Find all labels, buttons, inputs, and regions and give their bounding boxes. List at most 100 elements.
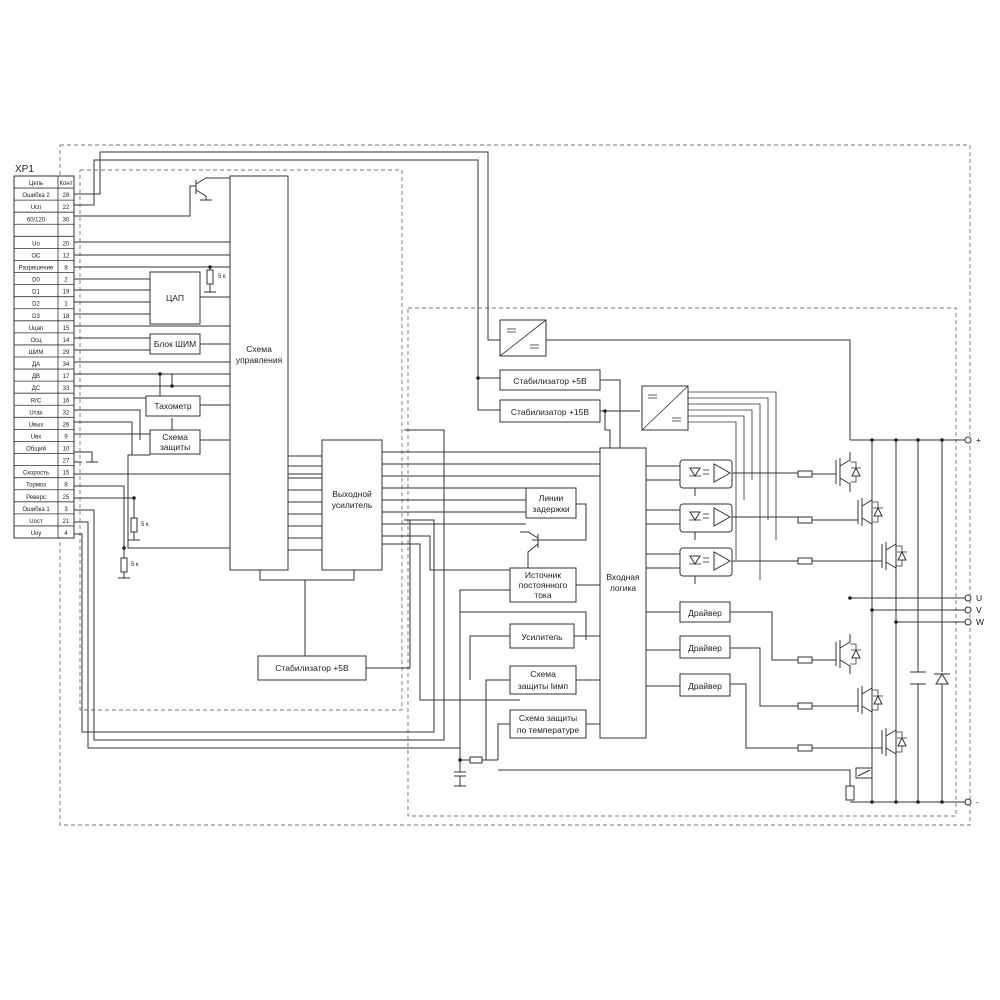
svg-text:управления: управления [236, 355, 283, 365]
connector-row-pin: 28 [63, 193, 70, 199]
control-to-amp-wires [259, 455, 355, 665]
svg-text:Схема: Схема [530, 669, 556, 679]
left-stabilizer-block: Стабилизатор +5В [257, 655, 367, 681]
svg-text:постоянного: постоянного [519, 580, 568, 590]
connector-header-circuit: Цепь [29, 181, 43, 187]
driver-outputs [730, 611, 798, 749]
connector-row-name: Разрешение [19, 266, 54, 272]
delay-lines-block: Линии задержки [525, 487, 577, 519]
connector-row-name: Uтах [29, 410, 42, 416]
outer-enclosure [59, 144, 971, 826]
connector-row-name: Общий [26, 446, 46, 453]
igbt-switch-5 [797, 680, 883, 720]
igbt-switch-2 [797, 492, 883, 532]
connector-row-pin: 34 [63, 362, 70, 368]
connector-row-pin: 1 [64, 302, 68, 308]
connector-row-pin: 29 [63, 350, 70, 356]
connector-row-name: ДС [32, 386, 41, 392]
protection-block: Схема защиты [149, 429, 201, 455]
amp-to-logic-wires [366, 451, 600, 701]
optocoupler-2 [679, 503, 798, 540]
svg-text:Усилитель: Усилитель [521, 632, 563, 642]
terminal-w: W [964, 617, 984, 627]
igbt-switch-6 [797, 722, 907, 762]
connector-row-pin: 21 [63, 519, 70, 525]
resistor-r3: 5 к [118, 557, 139, 579]
svg-text:Схема: Схема [246, 344, 272, 354]
stabilizer-15v-block: Стабилизатор +15В [499, 399, 601, 423]
pwm-block: Блок ШИМ [149, 333, 201, 355]
connector-row-name: Uоу [31, 531, 42, 537]
svg-text:Стабилизатор +5В: Стабилизатор +5В [513, 376, 587, 386]
connector-row-name: D1 [32, 290, 40, 296]
connector-row-pin: 8 [64, 266, 68, 272]
svg-text:Драйвер: Драйвер [688, 681, 722, 691]
connector-row-pin: 26 [63, 422, 70, 428]
dac-block: ЦАП [149, 271, 201, 325]
igbt-switch-1 [797, 452, 861, 492]
connector-row-name: R/C [31, 398, 42, 404]
svg-text:Выходной: Выходной [332, 489, 372, 499]
connector-row-name: Ошибка 2 [22, 193, 50, 199]
svg-text:защиты: защиты [160, 442, 190, 452]
connector-row-pin: 18 [63, 314, 70, 320]
svg-text:Входная: Входная [606, 572, 640, 582]
svg-text:логика: логика [610, 583, 637, 593]
tachometer-block: Тахометр [145, 395, 201, 417]
svg-text:Схема защиты: Схема защиты [519, 713, 577, 723]
connector-row-name: Скорость [23, 471, 49, 477]
connector-row-pin: 19 [63, 290, 70, 296]
connector-row-name: Uцап [29, 326, 43, 332]
connector-row-name: 60/120 [27, 217, 46, 223]
svg-text:V: V [976, 605, 982, 615]
svg-text:ЦАП: ЦАП [166, 293, 184, 303]
svg-text:+: + [976, 435, 981, 445]
resistor-r1: 5 к [204, 269, 226, 293]
svg-text:защиты Iимп: защиты Iимп [518, 681, 569, 691]
optocoupler-1 [679, 459, 798, 496]
connector-row-name: Uвых [29, 422, 44, 428]
input-logic-block: Входная логика [599, 447, 647, 739]
svg-text:тока: тока [534, 590, 551, 600]
connector-row-pin: 15 [63, 471, 70, 477]
logic-outputs [646, 465, 680, 687]
wire-dcdc-out [546, 339, 851, 440]
terminal-v: V [964, 605, 982, 615]
igbt-switch-4 [797, 634, 861, 674]
connector-row-pin: 10 [63, 447, 70, 453]
connector-row-name: Uo [32, 241, 40, 247]
dcdc-converter-top [499, 319, 547, 357]
svg-text:Драйвер: Драйвер [688, 643, 722, 653]
connector-row-name: ШИМ [29, 350, 44, 356]
svg-text:Стабилизатор +15В: Стабилизатор +15В [511, 407, 589, 417]
connector-row-pin: 12 [63, 253, 70, 259]
stabilizer-5v-block: Стабилизатор +5В [499, 369, 601, 391]
control-scheme-block: Схема управления [229, 175, 289, 571]
dc-current-source-block: Источник постоянного тока [509, 567, 577, 603]
temperature-protection-block: Схема защиты по температуре [509, 709, 587, 739]
svg-text:Тахометр: Тахометр [154, 401, 192, 411]
resistor-r2: 5 к [128, 517, 149, 541]
connector-row-name: D3 [32, 314, 40, 320]
connector-row-name: D0 [32, 278, 40, 284]
driver-2-block: Драйвер [679, 635, 731, 659]
connector-row-pin: 2 [64, 278, 68, 284]
connector-row-pin: 25 [63, 495, 70, 501]
pulse-protection-block: Схема защиты Iимп [509, 665, 577, 695]
connector-row-name: Осц [30, 338, 42, 344]
connector-row-name: Ошибка 1 [22, 507, 50, 513]
igbt-switch-3 [797, 536, 907, 576]
connector-row-name: Тормоз [26, 483, 46, 489]
svg-text:U: U [976, 593, 982, 603]
connector-row-pin: 32 [63, 410, 70, 416]
svg-text:Источник: Источник [525, 570, 562, 580]
connector-row-pin: 17 [63, 374, 70, 380]
power-board-enclosure [407, 307, 957, 817]
connector-title: XP1 [15, 164, 34, 175]
svg-text:W: W [976, 617, 984, 627]
svg-text:Схема: Схема [162, 432, 188, 442]
connector-row-name: D2 [32, 302, 40, 308]
wire-5v [600, 379, 621, 448]
